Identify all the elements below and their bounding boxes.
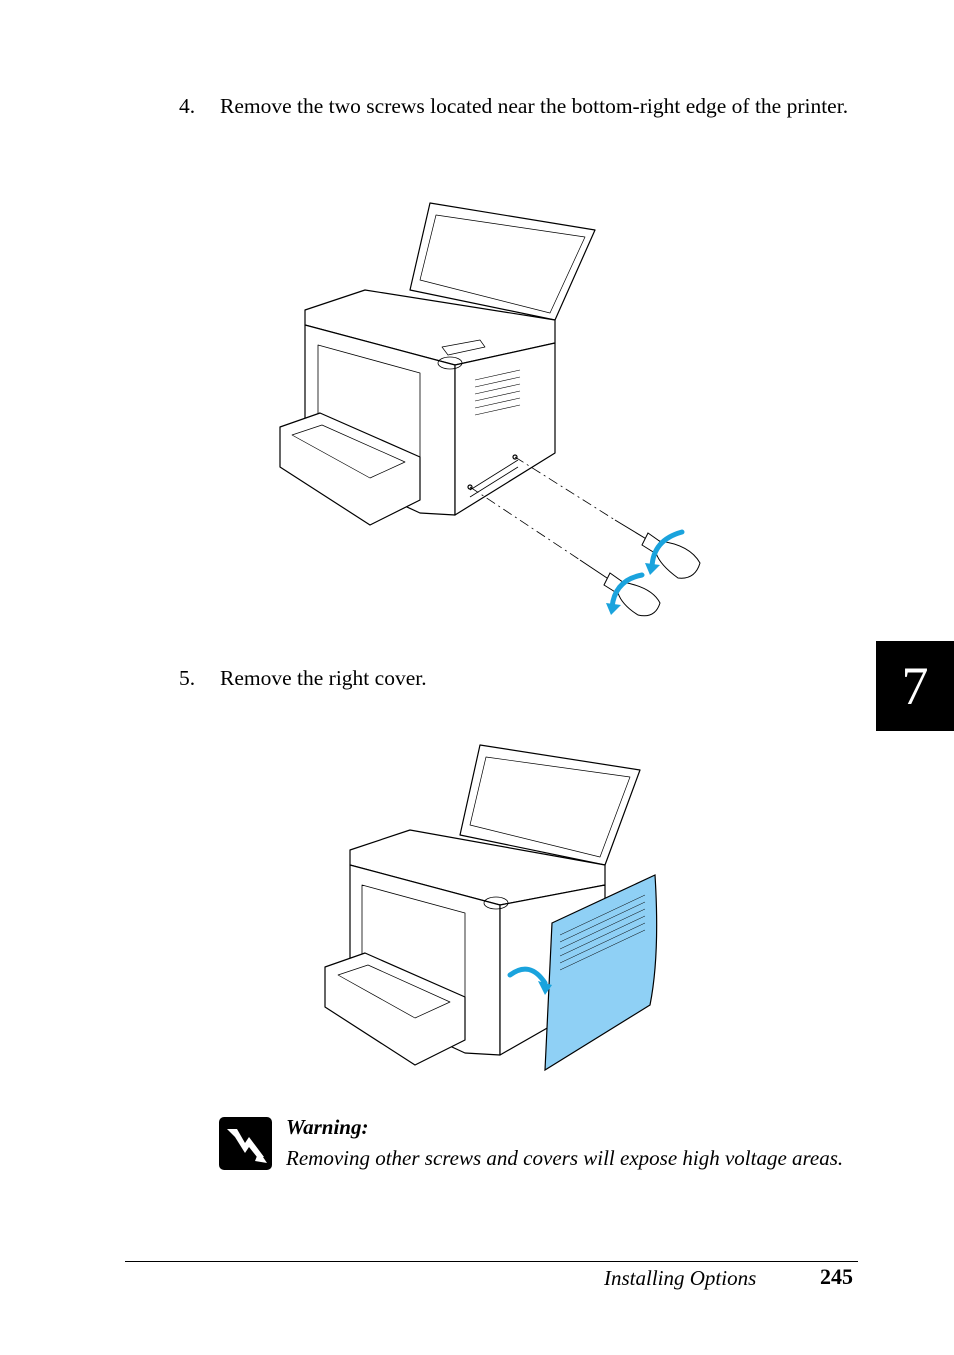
step-text: Remove the right cover.: [220, 666, 427, 690]
step-number: 5.: [179, 666, 196, 690]
step-number: 4.: [179, 94, 196, 118]
warning-body: Removing other screws and covers will ex…: [286, 1146, 844, 1170]
warning-title: Warning:: [286, 1115, 369, 1139]
step-text: Remove the two screws located near the b…: [220, 94, 849, 118]
footer-divider: [125, 1261, 858, 1262]
warning-lightning-icon: [219, 1117, 272, 1170]
printer-cover-removal-illustration: [324, 744, 658, 1072]
printer-screws-illustration: [279, 202, 701, 617]
page-number: 245: [820, 1264, 853, 1289]
chapter-tab: 7: [876, 641, 954, 731]
footer-section-title: Installing Options: [604, 1266, 757, 1290]
